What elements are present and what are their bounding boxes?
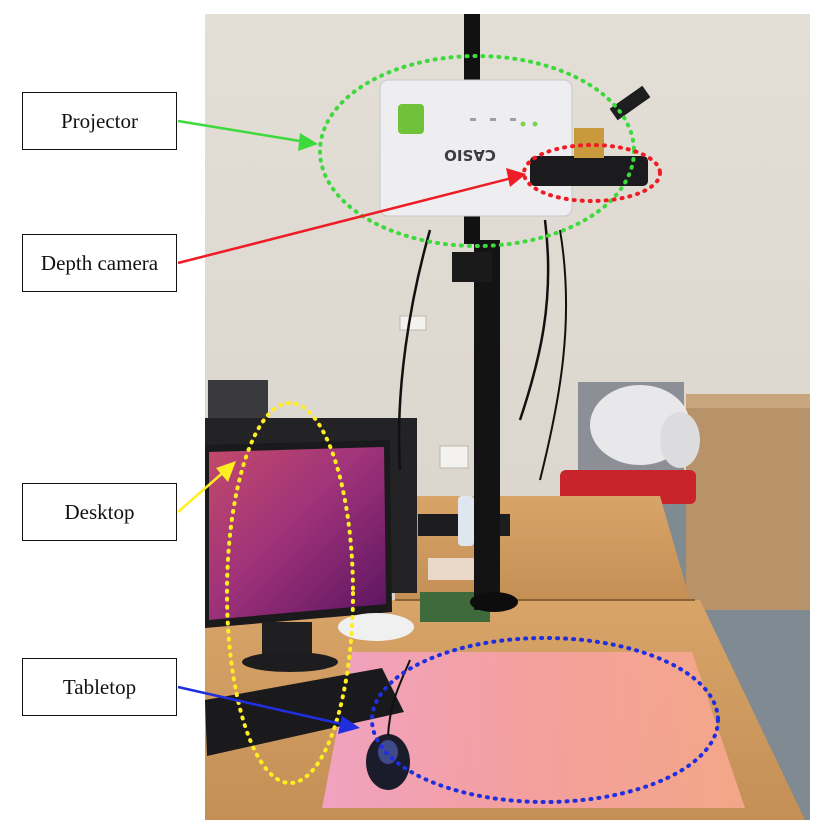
- tabletop-label: Tabletop: [22, 658, 177, 716]
- cardboard-box: [686, 394, 810, 610]
- mouse-cable: [387, 659, 411, 737]
- tabletop-ellipse: [370, 636, 720, 804]
- projector-status-lights: [470, 118, 538, 127]
- stand-pole-lower: [474, 240, 500, 610]
- keyboard: [205, 668, 404, 756]
- depth-camera-body: [530, 156, 648, 186]
- projector-arrow: [177, 119, 318, 151]
- photograph: CASIO: [205, 14, 810, 820]
- cable-2: [518, 219, 550, 421]
- desktop-label: Desktop: [22, 483, 177, 541]
- white-plate: [338, 613, 414, 641]
- projection-area: [322, 652, 745, 808]
- stand-base: [470, 592, 518, 612]
- plastic-bag-2: [660, 412, 700, 468]
- tabletop-arrow: [177, 685, 360, 734]
- depth-camera-label: Depth camera: [22, 234, 177, 292]
- depth-camera-arrow: [177, 168, 526, 265]
- projector-logo-patch: [398, 104, 424, 134]
- depth-camera-ellipse: [522, 143, 662, 203]
- cable-3: [539, 229, 568, 481]
- desktop-ellipse: [225, 401, 355, 785]
- small-box: [428, 558, 484, 580]
- monitor-screen: [209, 447, 386, 620]
- wall-socket-lower: [439, 445, 469, 469]
- desktop-arrow: [177, 461, 236, 513]
- red-chair-seat: [560, 470, 696, 504]
- pole-clamp: [452, 252, 492, 282]
- back-table: [395, 496, 690, 600]
- cable-1: [397, 229, 432, 471]
- projector-label: Projector: [22, 92, 177, 150]
- projector-brand: CASIO: [444, 146, 496, 164]
- depth-camera-mount: [574, 128, 604, 158]
- water-bottle: [458, 496, 474, 546]
- monitor-foot: [242, 652, 338, 672]
- cardboard-box-top: [686, 394, 810, 408]
- wall-socket-upper: [399, 315, 427, 331]
- office-chair-back: [208, 380, 268, 420]
